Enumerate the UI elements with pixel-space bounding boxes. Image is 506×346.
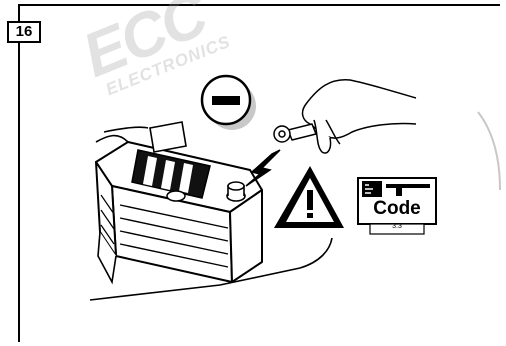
positive-cable <box>104 127 148 132</box>
code-label: Code <box>361 199 433 219</box>
negative-terminal <box>227 182 245 201</box>
battery-cable <box>96 136 128 142</box>
warning-triangle-icon <box>274 166 344 228</box>
positive-clamp <box>150 122 186 152</box>
code-sub-label: 3:3 <box>373 222 421 232</box>
background-arc <box>478 112 500 190</box>
minus-sign-icon <box>202 76 256 130</box>
hand-with-wrench <box>274 80 416 153</box>
